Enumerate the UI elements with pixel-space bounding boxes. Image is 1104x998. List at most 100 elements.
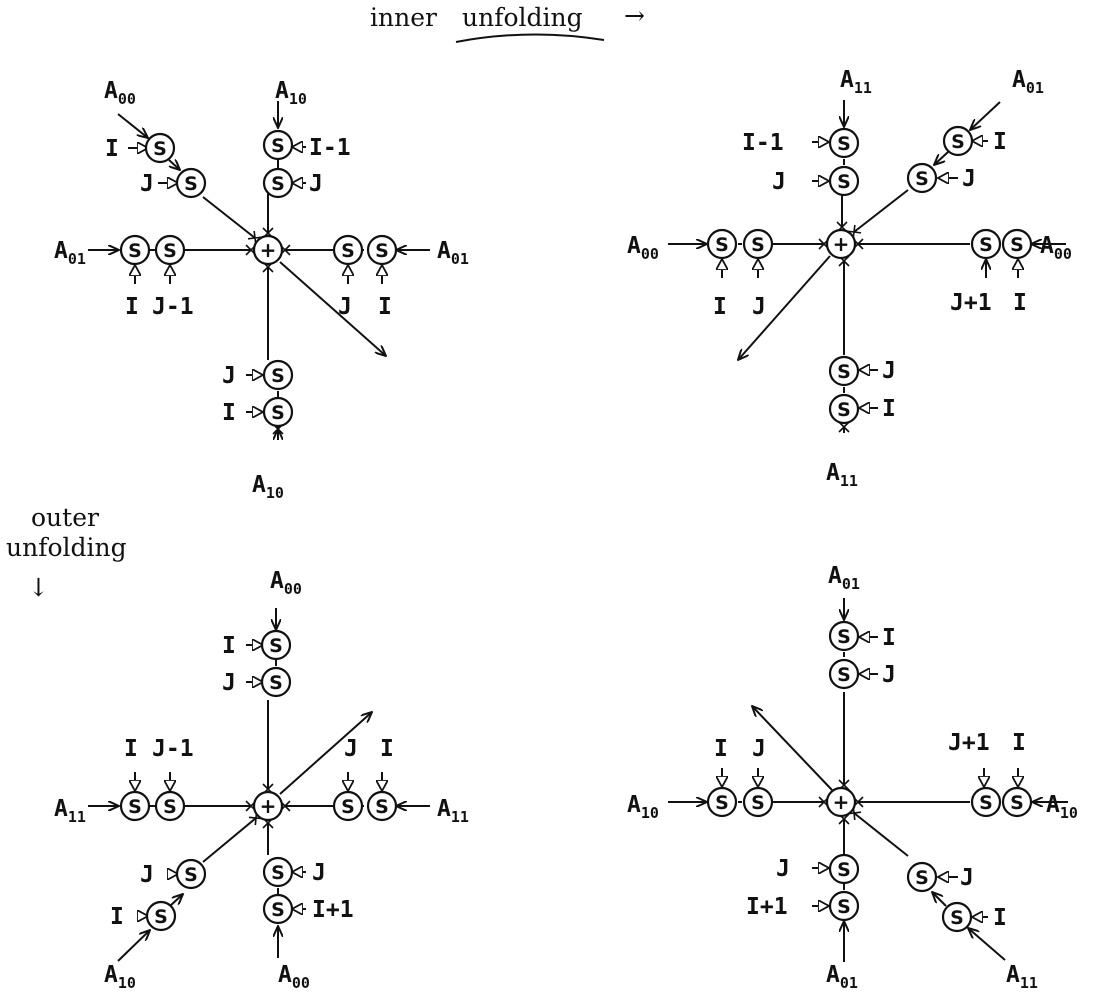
svg-text:S: S xyxy=(271,862,285,884)
s-node: S xyxy=(828,393,860,425)
svg-text:S: S xyxy=(269,635,283,657)
s-node: S xyxy=(1001,228,1033,260)
a-label: A01 xyxy=(54,238,86,268)
edge xyxy=(202,196,263,246)
svg-text:S: S xyxy=(837,626,851,648)
a-label: A10 xyxy=(627,792,659,822)
edge xyxy=(970,101,1001,130)
output-arrow xyxy=(279,712,372,795)
var-label: J xyxy=(140,862,154,888)
var-label: J-1 xyxy=(152,736,194,762)
a-label: A00 xyxy=(270,568,302,598)
a-label: A01 xyxy=(1012,67,1044,97)
s-node: S xyxy=(262,856,294,888)
svg-text:S: S xyxy=(950,907,964,929)
var-label: J xyxy=(344,736,358,762)
s-node: S xyxy=(366,790,398,822)
svg-text:S: S xyxy=(837,361,851,383)
svg-text:S: S xyxy=(837,896,851,918)
outer-unfolding-header: outer unfolding ↓ xyxy=(6,503,127,602)
s-node: S xyxy=(262,167,294,199)
a-label: A11 xyxy=(840,67,872,97)
s-node: S xyxy=(119,790,151,822)
s-node: S xyxy=(828,127,860,159)
a-label: A01 xyxy=(826,962,858,992)
svg-text:S: S xyxy=(951,131,965,153)
svg-text:S: S xyxy=(271,402,285,424)
svg-text:S: S xyxy=(163,796,177,818)
svg-text:S: S xyxy=(915,168,929,190)
var-label: J xyxy=(960,865,974,891)
s-node: S xyxy=(260,629,292,661)
var-label: J xyxy=(882,662,896,688)
var-label: I xyxy=(993,129,1007,155)
var-label: J xyxy=(772,169,786,195)
a-label: A10 xyxy=(252,472,284,502)
s-node: S xyxy=(828,620,860,652)
inner-unfolding-header: inner unfolding → xyxy=(370,1,645,43)
s-node: S xyxy=(828,658,860,690)
svg-text:S: S xyxy=(837,171,851,193)
svg-text:S: S xyxy=(269,672,283,694)
svg-text:S: S xyxy=(271,365,285,387)
svg-text:S: S xyxy=(128,796,142,818)
s-node: S xyxy=(175,858,207,890)
svg-text:S: S xyxy=(184,173,198,195)
var-label: I xyxy=(105,136,119,162)
var-label: J xyxy=(338,294,352,320)
var-label: I xyxy=(124,736,138,762)
s-node: S xyxy=(262,359,294,391)
edge xyxy=(117,113,148,138)
svg-text:S: S xyxy=(128,240,142,262)
var-label: J xyxy=(312,860,326,886)
svg-text:S: S xyxy=(915,867,929,889)
edge xyxy=(846,189,909,240)
var-label: I-1 xyxy=(309,135,351,161)
svg-text:S: S xyxy=(1010,234,1024,256)
edge xyxy=(846,805,909,857)
s-node: S xyxy=(828,853,860,885)
var-label: I xyxy=(1013,290,1027,316)
graph-bottom-left: S S S S S S S S S S + A00 A11 A11 A10 A0… xyxy=(54,568,469,992)
var-label: I xyxy=(110,904,124,930)
var-label: I xyxy=(882,625,896,651)
svg-text:S: S xyxy=(837,859,851,881)
svg-text:S: S xyxy=(375,796,389,818)
var-label: J xyxy=(752,294,766,320)
underline-stroke xyxy=(455,33,605,43)
s-node: S xyxy=(1001,786,1033,818)
s-node: S xyxy=(262,396,294,428)
var-label: J xyxy=(222,670,236,696)
a-label: A00 xyxy=(1040,233,1072,263)
s-node: S xyxy=(260,666,292,698)
graph-bottom-right: S S S S S S S S S S + A01 A10 A10 A01 A1… xyxy=(627,563,1078,992)
plus-node: + xyxy=(252,234,284,266)
edge xyxy=(169,894,183,907)
var-label: J xyxy=(776,856,790,882)
a-label: A10 xyxy=(1046,792,1078,822)
svg-text:S: S xyxy=(837,399,851,421)
svg-text:S: S xyxy=(153,138,167,160)
s-node: S xyxy=(906,861,938,893)
s-node: S xyxy=(332,790,364,822)
edge xyxy=(934,151,949,165)
a-label: A10 xyxy=(104,962,136,992)
var-label: J xyxy=(309,171,323,197)
svg-text:S: S xyxy=(837,664,851,686)
a-label: A10 xyxy=(275,78,307,108)
svg-text:S: S xyxy=(751,234,765,256)
svg-text:S: S xyxy=(271,135,285,157)
svg-text:+: + xyxy=(260,238,277,262)
var-label: I xyxy=(882,396,896,422)
var-label: I+1 xyxy=(746,894,788,920)
edge xyxy=(168,160,180,170)
a-label: A11 xyxy=(437,796,469,826)
a-label: A11 xyxy=(826,460,858,490)
graph-top-right: S S S S S S S S S S + A11 A01 A00 A00 A1… xyxy=(627,67,1072,490)
var-label: J-1 xyxy=(152,294,194,320)
s-node: S xyxy=(706,228,738,260)
a-label: A11 xyxy=(1006,962,1038,992)
s-node: S xyxy=(262,129,294,161)
svg-text:S: S xyxy=(341,796,355,818)
